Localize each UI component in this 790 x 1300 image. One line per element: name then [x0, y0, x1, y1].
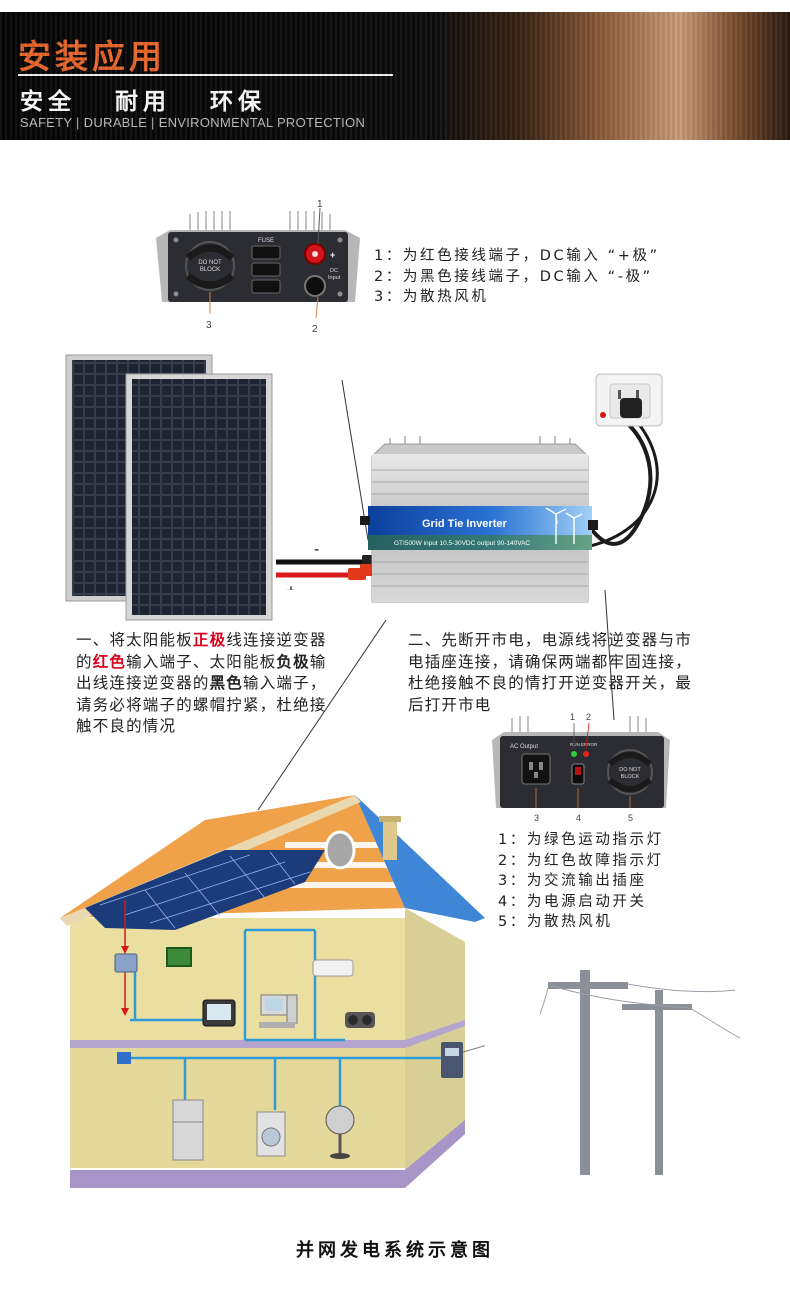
svg-text:DO NOT: DO NOT	[619, 767, 641, 773]
roof-solar-panel	[85, 850, 325, 930]
inverter-spec: GTI500W input 10.5-30VDC output 90-140VA…	[394, 540, 530, 547]
fan-icon	[607, 749, 653, 795]
svg-text:-: -	[314, 541, 319, 558]
run-indicator-icon	[571, 751, 577, 757]
legend-item-2: 2：为红色故障指示灯	[498, 852, 664, 869]
svg-text:BLOCK: BLOCK	[621, 774, 640, 780]
page-title: 安装应用	[18, 37, 166, 76]
svg-text:2: 2	[586, 712, 591, 722]
inverter-front-panel-illustration: DO NOT BLOCK FUSE + DC Input 1 2 3	[156, 199, 360, 335]
legend-item-5: 5：为散热风机	[498, 914, 613, 930]
legend-item-4: 4：为电源启动开关	[498, 893, 647, 910]
air-conditioner-icon	[312, 959, 354, 977]
svg-text:RUN ERROR: RUN ERROR	[570, 742, 598, 747]
svg-text:2: 2	[312, 324, 318, 335]
svg-text:5: 5	[628, 813, 633, 823]
diagram-caption: 并网发电系统示意图	[296, 1240, 494, 1261]
back-panel-legend: 1：为绿色运动指示灯 2：为红色故障指示灯 3：为交流输出插座 4：为电源启动开…	[498, 830, 664, 933]
house-system-diagram	[60, 795, 485, 1188]
step-two-instruction: 二、先断开市电，电源线将逆变器与市电插座连接，请确保两端都牢固连接，杜绝接触不良…	[408, 631, 692, 714]
header-subtitle: 安全 耐用 环保	[20, 89, 267, 115]
error-indicator-icon	[583, 751, 589, 757]
svg-text:+: +	[330, 250, 335, 260]
svg-text:BLOCK: BLOCK	[200, 267, 220, 273]
header-english-subtitle: SAFETY | DURABLE | ENVIRONMENTAL PROTECT…	[20, 115, 366, 130]
svg-text:1: 1	[317, 199, 323, 210]
svg-text:DC: DC	[330, 268, 338, 274]
svg-text:3: 3	[206, 320, 212, 331]
front-panel-legend: 1：为红色接线端子，DC输入 “+极” 2：为黑色接线端子，DC输入 “-极” …	[374, 246, 660, 308]
inverter-title: Grid Tie Inverter	[422, 518, 507, 530]
grid-tie-inverter-illustration: Grid Tie Inverter GTI500W input 10.5-30V…	[360, 436, 598, 603]
legend-item-1: 1：为绿色运动指示灯	[498, 832, 664, 848]
solar-panels-illustration	[65, 354, 273, 621]
fan-icon	[185, 241, 235, 291]
fridge-icon	[172, 1099, 204, 1161]
electric-meter-icon	[441, 1042, 463, 1078]
legend-item-3: 3：为交流输出插座	[498, 873, 647, 889]
electric-fan-icon	[325, 1105, 355, 1135]
legend-item-2: 2：为黑色接线端子，DC输入 “-极”	[374, 268, 653, 285]
svg-text:4: 4	[576, 813, 581, 823]
legend-item-3: 3：为散热风机	[374, 289, 489, 305]
fuse-label: FUSE	[258, 238, 274, 244]
ac-output-socket-icon	[521, 753, 551, 785]
step-one-instruction: 一、将太阳能板正极线连接逆变器的红色输入端子、太阳能板负极输出线连接逆变器的黑色…	[76, 631, 327, 735]
solar-panel-front	[132, 379, 266, 615]
svg-text:3: 3	[534, 813, 539, 823]
wall-socket-illustration	[595, 373, 663, 427]
header-banner: 安装应用 安全 耐用 环保 SAFETY | DURABLE | ENVIRON…	[0, 12, 790, 140]
svg-text:+: +	[286, 581, 296, 590]
utility-poles-illustration	[540, 970, 740, 1175]
black-dc-terminal-icon	[304, 275, 326, 297]
ac-output-label: AC Output	[510, 744, 538, 750]
do-not-block-label: DO NOT	[198, 260, 222, 266]
legend-item-1: 1：为红色接线端子，DC输入 “+极”	[374, 248, 660, 264]
svg-text:1: 1	[570, 712, 575, 722]
svg-text:Input: Input	[328, 275, 341, 281]
inverter-back-panel-illustration: AC Output RUN ERROR DO NOT BLOCK 1 2 3 4…	[492, 712, 670, 823]
inverter-icon	[114, 953, 138, 973]
header-divider	[18, 74, 393, 76]
